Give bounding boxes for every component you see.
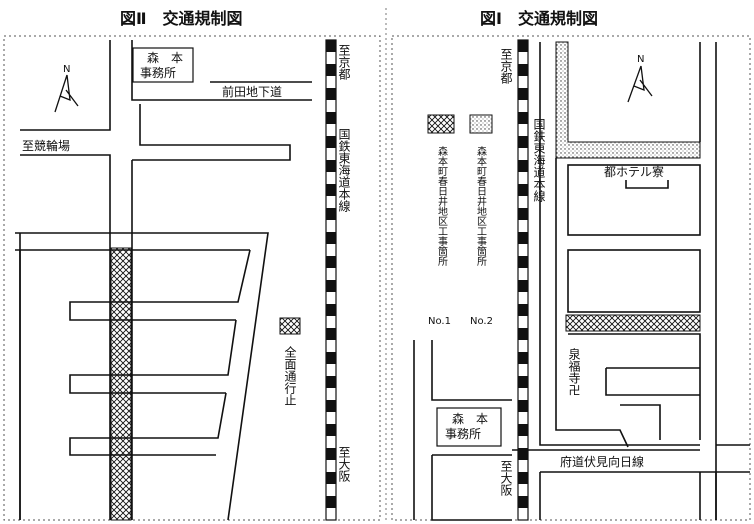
- site2-no: No.2: [470, 316, 493, 327]
- full-closure-label: 全面通行止: [283, 345, 297, 406]
- right-railway-label: 国鉄東海道本線: [532, 118, 546, 202]
- office-sub: 事務所: [140, 66, 176, 80]
- hotel-label: 都ホテル寮: [604, 164, 664, 179]
- right-map: 図Ⅰ 交通規制図 N 都ホテル寮 泉福寺卍 府道伏見向日線: [391, 9, 751, 521]
- left-to-kyoto-label: 至京都: [337, 44, 351, 80]
- office-box-right: 森 本 事務所: [436, 407, 502, 447]
- closed-road-strip: [110, 247, 132, 521]
- right-map-title: 図Ⅰ 交通規制図: [480, 9, 598, 28]
- right-to-osaka-label: 至大阪: [499, 460, 513, 497]
- hotel-block: [567, 164, 701, 236]
- fushimi-road-label: 府道伏見向日線: [560, 454, 644, 469]
- office-name: 森 本: [147, 50, 183, 65]
- office-box: 森 本 事務所: [132, 47, 194, 83]
- svg-text:森 本: 森 本: [452, 411, 488, 426]
- right-railway: [517, 39, 529, 521]
- closed-road-strip-right: [565, 314, 701, 332]
- left-railway-label: 国鉄東海道本線: [337, 128, 351, 212]
- site1-legend-icon: [427, 114, 455, 134]
- north-arrow-icon: N: [627, 54, 653, 103]
- left-to-osaka-label: 至大阪: [337, 446, 351, 483]
- right-map-frame: [391, 35, 751, 521]
- site2-legend-icon: [469, 114, 493, 134]
- north-arrow-icon: N: [54, 64, 79, 113]
- site1-no: No.1: [428, 316, 451, 327]
- site2-label: 森本町春日井地区工事箇所: [475, 145, 487, 267]
- left-railway: [325, 39, 337, 521]
- left-map-frame: [3, 35, 381, 521]
- maeda-underpass-label: 前田地下道: [222, 84, 282, 99]
- to-keirin-label: 至競輪場: [22, 138, 70, 153]
- left-map: 図Ⅱ 交通規制図 N 森 本 事務所 前田地下道 至競輪場: [3, 9, 381, 521]
- temple-label: 泉福寺卍: [567, 348, 581, 396]
- site1-label: 森本町春日井地区工事箇所: [436, 145, 448, 267]
- svg-text:N: N: [63, 64, 70, 75]
- right-to-kyoto-label: 至京都: [499, 48, 513, 84]
- left-map-title: 図Ⅱ 交通規制図: [120, 9, 243, 28]
- closure-legend-icon: [279, 317, 301, 335]
- svg-text:N: N: [637, 54, 644, 65]
- svg-text:事務所: 事務所: [445, 427, 481, 441]
